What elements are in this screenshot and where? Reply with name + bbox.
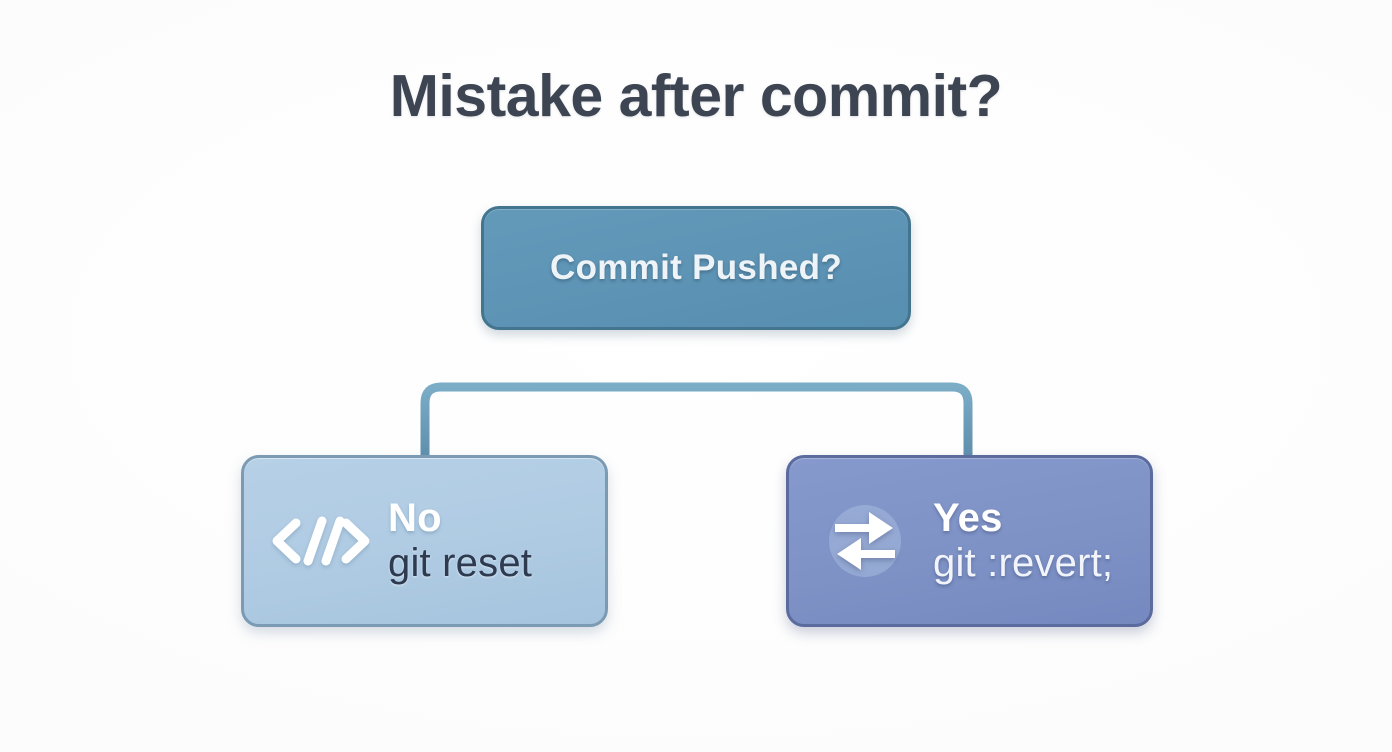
node-yes-branch[interactable]: Yes git :revert; [786, 455, 1153, 627]
node-commit-pushed-label: Commit Pushed? [550, 248, 842, 287]
node-no-answer: No [388, 496, 442, 541]
node-no-text-group: No git reset [388, 498, 532, 584]
node-commit-pushed[interactable]: Commit Pushed? [481, 206, 911, 330]
node-yes-text-group: Yes git :revert; [933, 498, 1113, 584]
revert-sync-arrows-icon [813, 493, 917, 589]
connector-branch-bar [420, 382, 973, 455]
node-no-branch[interactable]: No git reset [241, 455, 608, 627]
code-brackets-icon [268, 493, 372, 589]
page-title: Mistake after commit? [389, 63, 1003, 129]
node-yes-command: git :revert; [933, 541, 1114, 585]
node-yes-answer: Yes [933, 496, 1003, 541]
node-no-command: git reset [388, 541, 533, 585]
